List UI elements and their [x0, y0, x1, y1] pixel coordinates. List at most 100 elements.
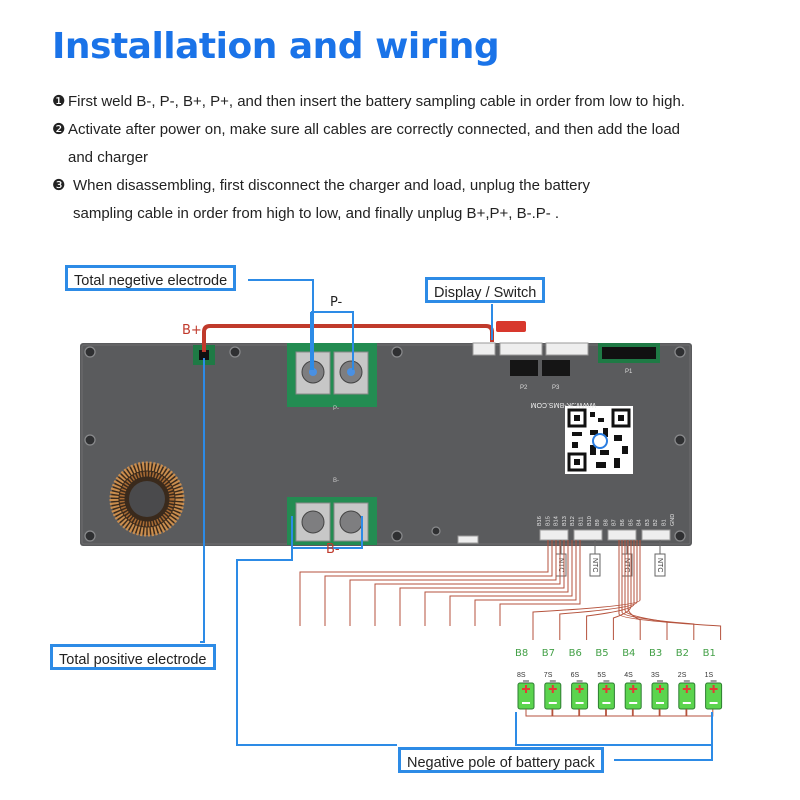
instruction-step-1: ❶ First weld B-, P-, B+, P+, and then in…: [52, 88, 772, 116]
b-minus-terminal: [287, 497, 377, 545]
cell-minus: [548, 702, 557, 704]
connector-label-p1: P1: [625, 369, 633, 375]
series-link: [632, 709, 660, 717]
bms-board: [80, 343, 692, 546]
sampling-wire: [324, 540, 553, 584]
terminal-label-b-plus: B+: [182, 323, 202, 338]
cell-minus: [602, 702, 611, 704]
cell-plus: [525, 685, 527, 693]
mounting-holes: [84, 346, 686, 542]
cell-minus: [575, 702, 584, 704]
sampling-wire: [449, 540, 573, 604]
battery-group-label: B2: [676, 648, 689, 659]
ntc-label: NTC: [623, 558, 630, 572]
pin-label: B4: [637, 519, 643, 526]
step-text: When disassembling, first disconnect the…: [73, 177, 590, 194]
pin-label: B5: [628, 519, 634, 526]
cell-label: 4S: [624, 672, 633, 679]
instruction-list: ❶ First weld B-, P-, B+, P+, and then in…: [52, 88, 772, 228]
sampling-wire: [424, 540, 569, 600]
battery-group-label: B1: [703, 648, 716, 659]
pin-label: B15: [545, 516, 551, 526]
cell-label: 6S: [571, 672, 580, 679]
cell-cap: [549, 680, 556, 683]
series-link: [525, 709, 553, 717]
cell-label: 2S: [678, 672, 687, 679]
cell-plus: [578, 685, 581, 693]
cell-minus: [656, 702, 664, 704]
cell-minus: [629, 702, 638, 704]
cell-sampling-wire: [618, 540, 722, 640]
series-link: [686, 709, 714, 717]
cell-sampling-wire: [532, 540, 641, 640]
callout-lines: [200, 279, 713, 761]
cell-cap: [683, 680, 690, 683]
cell-minus: [709, 702, 718, 704]
connector-label-p3: P3: [552, 385, 560, 391]
terminal-label-b-minus: B-: [326, 542, 340, 557]
sampling-wires: [299, 540, 581, 626]
step-text: First weld B-, P-, B+, P+, and then inse…: [68, 93, 685, 110]
connector-label-p2: P2: [520, 385, 528, 391]
cell-label: 8S: [517, 672, 526, 679]
callout-total-positive-electrode: Total positive electrode: [50, 644, 216, 670]
step-number: ❷: [52, 121, 66, 138]
battery-group-label: B8: [515, 648, 528, 659]
step-number: ❶: [52, 93, 66, 110]
battery-group-label: B4: [622, 648, 635, 659]
cell-plus: [685, 685, 688, 693]
cell-label: 5S: [597, 672, 606, 679]
pin-label: B16: [537, 516, 543, 526]
cell-plus: [712, 685, 715, 693]
callout-total-negative-electrode: Total negetive electrode: [65, 265, 237, 291]
sampling-wire: [399, 540, 565, 596]
series-link: [659, 709, 687, 717]
pad-label-b-minus: B-: [333, 478, 339, 484]
sampling-connectors: [539, 529, 671, 541]
battery-group-label: B3: [649, 648, 662, 659]
cell-sampling-wire: [627, 540, 641, 640]
top-connectors: P2 P3 P1: [472, 342, 660, 391]
cell-plus: [632, 685, 635, 693]
cell-cap: [523, 680, 529, 683]
pin-label: B13: [562, 516, 568, 526]
cell-label: 3S: [651, 672, 660, 679]
instruction-step-2: ❷ Activate after power on, make sure all…: [52, 116, 772, 172]
pin-label: B6: [620, 519, 626, 526]
battery-cell: B5 5S: [595, 540, 633, 717]
battery-group-label: B6: [569, 648, 582, 659]
cell-plus: [605, 685, 608, 693]
pin-label: GND: [670, 514, 676, 526]
cell-cap: [603, 680, 610, 683]
cell-minus: [682, 702, 691, 704]
qr-code: [565, 406, 633, 474]
pin-label: B8: [603, 519, 609, 526]
sampling-wire: [349, 540, 557, 588]
inductor-coil: [109, 461, 185, 537]
sampling-wire: [374, 540, 561, 592]
battery-group-label: B5: [595, 648, 608, 659]
sampling-wire: [299, 540, 549, 580]
series-link: [552, 709, 580, 717]
callout-negative-pole-battery-pack: Negative pole of battery pack: [398, 747, 604, 773]
ntc-label: NTC: [591, 558, 598, 572]
step-text-continued: sampling cable in order from high to low…: [73, 205, 560, 222]
p-minus-terminal: [287, 343, 377, 407]
sampling-wire: [499, 540, 581, 612]
battery-group-label: B7: [542, 648, 555, 659]
page-title: Installation and wiring: [52, 26, 500, 67]
instruction-step-3: ❸ When disassembling, first disconnect t…: [52, 172, 772, 228]
step-text-continued: and charger: [68, 149, 149, 166]
ntc-sensors: NTC NTC NTC NTC: [555, 540, 666, 577]
pin-label: B3: [645, 519, 651, 526]
pin-label: B9: [595, 519, 601, 526]
callout-display-switch: Display / Switch: [425, 277, 546, 303]
cell-cap: [576, 680, 583, 683]
board-website: WWW.JK-BMS.COM: [531, 401, 596, 408]
pin-label: B10: [587, 516, 593, 526]
series-link: [579, 709, 607, 717]
